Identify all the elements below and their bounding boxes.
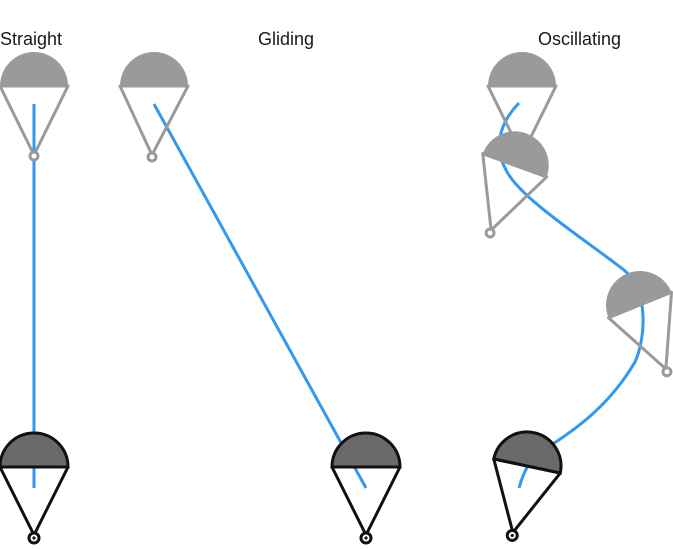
gliding-descent-path bbox=[152, 103, 368, 489]
straight-label: Straight bbox=[0, 29, 63, 49]
oscillating-label: Oscillating bbox=[538, 29, 622, 49]
straight-group bbox=[0, 52, 70, 545]
gliding-start-parachute-icon bbox=[118, 52, 190, 163]
oscillating-parachute-3-icon bbox=[606, 271, 673, 378]
oscillating-group bbox=[481, 52, 673, 542]
gliding-group bbox=[118, 52, 402, 545]
gliding-label: Gliding bbox=[258, 29, 315, 49]
oscillating-parachute-1-icon bbox=[486, 52, 558, 157]
straight-start-parachute-icon bbox=[0, 52, 70, 162]
straight-end-parachute-icon bbox=[0, 431, 70, 545]
oscillating-end-parachute-icon bbox=[491, 430, 563, 542]
gliding-end-parachute-icon bbox=[330, 431, 402, 545]
oscillating-parachute-2-icon bbox=[481, 131, 549, 239]
